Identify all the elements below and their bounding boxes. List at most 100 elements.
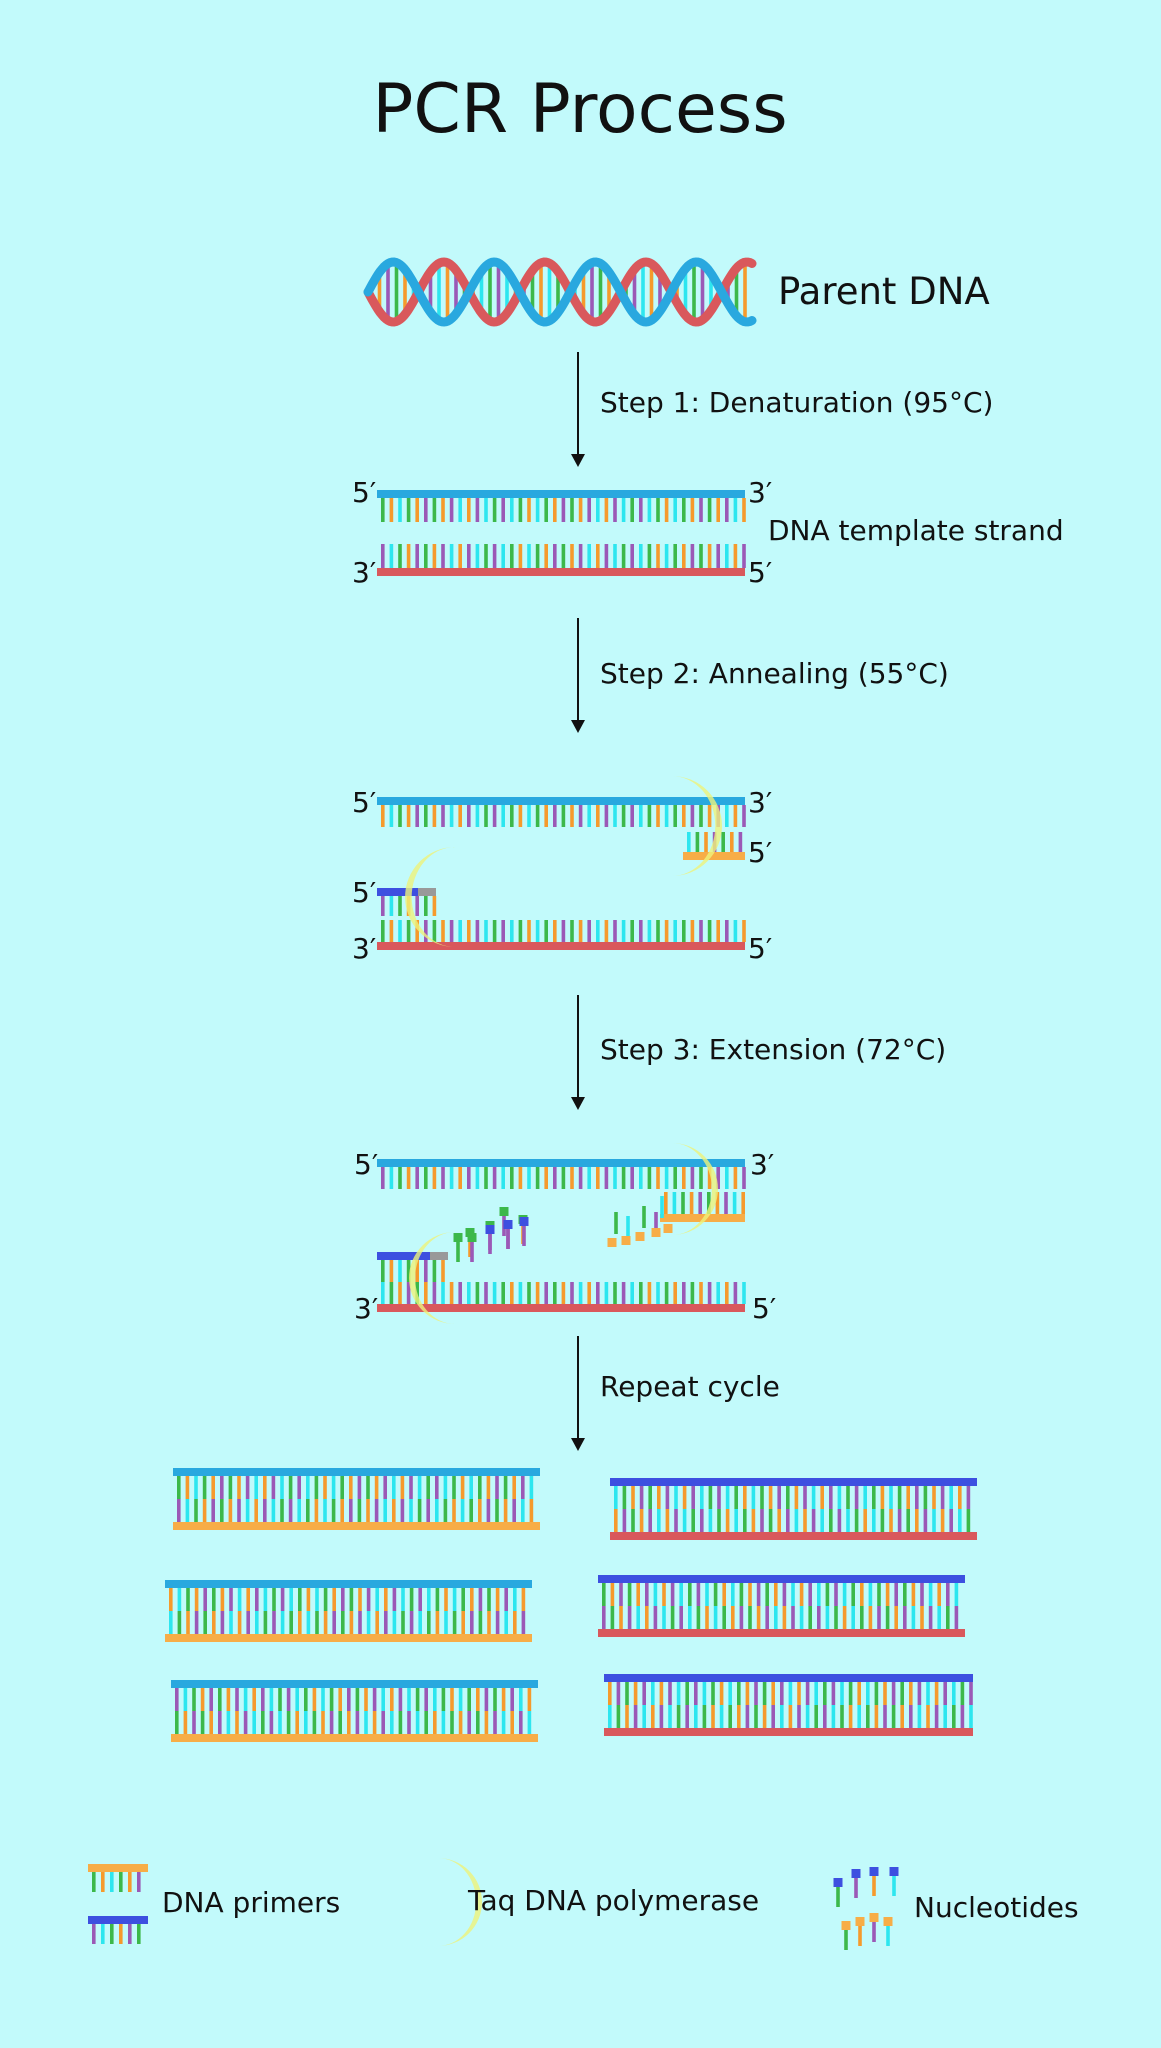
base-pair xyxy=(272,1611,276,1634)
base-pair xyxy=(857,1705,861,1728)
base-pair xyxy=(209,1711,213,1734)
base-pair xyxy=(220,1611,225,1634)
base-pair xyxy=(338,1688,342,1711)
base-pair xyxy=(366,1611,371,1634)
base-pair xyxy=(739,1583,744,1606)
base-pair xyxy=(639,1486,644,1509)
base-pair xyxy=(733,920,738,942)
base-pair xyxy=(441,1282,445,1304)
base-pair xyxy=(467,805,471,827)
base-pair xyxy=(656,1282,660,1304)
base-pair xyxy=(202,1499,207,1522)
base-pair xyxy=(252,1711,256,1734)
base-pair xyxy=(742,1167,746,1189)
base-pair xyxy=(946,1583,950,1606)
base-pair xyxy=(432,920,437,942)
bottom-strand xyxy=(171,1734,538,1742)
base-pair xyxy=(486,1499,491,1522)
helix-base xyxy=(556,271,560,313)
bottom-strand xyxy=(377,942,745,950)
base-pair xyxy=(699,920,703,942)
base-pair xyxy=(286,1688,291,1711)
base-pair xyxy=(418,1611,422,1634)
base-pair xyxy=(458,1688,463,1711)
base-pair xyxy=(866,1682,870,1705)
helix-strand-red xyxy=(363,257,757,327)
base-pair xyxy=(527,544,531,568)
base-pair xyxy=(664,1282,669,1304)
base-pair xyxy=(332,1611,336,1634)
base-pair xyxy=(484,1167,488,1189)
base-pair xyxy=(932,1509,936,1532)
product-dna xyxy=(165,1580,532,1642)
base-pair xyxy=(631,1509,635,1532)
base-pair xyxy=(398,805,402,827)
base-pair xyxy=(647,805,652,827)
base-pair xyxy=(441,1260,445,1282)
base-pair xyxy=(716,498,720,522)
base-pair xyxy=(415,920,419,942)
base-pair xyxy=(673,498,677,522)
base-pair xyxy=(604,498,609,522)
base-pair xyxy=(535,544,540,568)
base-pair xyxy=(495,1476,499,1499)
nucleotide-base xyxy=(892,1874,896,1896)
arrow-repeat xyxy=(571,1336,585,1451)
base-pair xyxy=(501,805,505,827)
base-pair xyxy=(728,1705,732,1728)
base-pair xyxy=(375,1611,379,1634)
top-strand xyxy=(377,797,745,805)
base-pair xyxy=(484,1282,488,1304)
base-pair xyxy=(725,1282,729,1304)
base-pair xyxy=(743,1486,747,1509)
base-pair xyxy=(433,1711,437,1734)
base-pair xyxy=(648,1486,652,1509)
base-pair xyxy=(357,1476,362,1499)
template-strand-label: DNA template strand xyxy=(768,514,1064,547)
base-pair xyxy=(192,1688,196,1711)
base-pair xyxy=(762,1682,767,1705)
base-pair xyxy=(314,1499,319,1522)
nucleotide-phosphate xyxy=(869,1867,879,1876)
base-pair xyxy=(381,498,385,522)
legend-polymerase-label: Taq DNA polymerase xyxy=(467,1884,759,1917)
base-pair xyxy=(443,1476,448,1499)
base-pair xyxy=(707,498,712,522)
base-pair xyxy=(467,1282,471,1304)
base-pair xyxy=(631,1486,635,1509)
step1-label: Step 1: Denaturation (95°C) xyxy=(600,386,993,419)
helix-base xyxy=(624,282,628,302)
base-pair xyxy=(492,498,497,522)
base-pair xyxy=(298,1611,302,1634)
base-pair xyxy=(814,1705,818,1728)
base-pair xyxy=(280,1476,284,1499)
base-pair xyxy=(725,805,729,827)
base-pair xyxy=(175,1688,179,1711)
base-pair xyxy=(349,1611,354,1634)
base-pair xyxy=(614,1509,618,1532)
base-pair xyxy=(923,1509,928,1532)
base-pair xyxy=(926,1682,930,1705)
base-pair xyxy=(128,1924,132,1944)
base-pair xyxy=(220,1476,224,1499)
base-pair xyxy=(435,1476,439,1499)
base-pair xyxy=(535,1282,540,1304)
base-pair xyxy=(897,1486,902,1509)
base-pair xyxy=(630,498,634,522)
base-pair xyxy=(854,1509,859,1532)
base-pair xyxy=(786,1509,790,1532)
base-pair xyxy=(797,1682,801,1705)
top-strand xyxy=(377,1159,745,1167)
base-pair xyxy=(209,1688,213,1711)
base-pair xyxy=(754,1705,758,1728)
base-pair xyxy=(682,1509,687,1532)
base-pair xyxy=(699,805,703,827)
base-pair xyxy=(503,1476,508,1499)
nucleotide-phosphate xyxy=(883,1917,893,1926)
base-pair xyxy=(621,498,626,522)
base-pair xyxy=(840,1682,844,1705)
base-pair xyxy=(794,1509,799,1532)
base-pair xyxy=(280,1588,285,1611)
base-pair xyxy=(424,1167,428,1189)
base-pair xyxy=(280,1611,285,1634)
